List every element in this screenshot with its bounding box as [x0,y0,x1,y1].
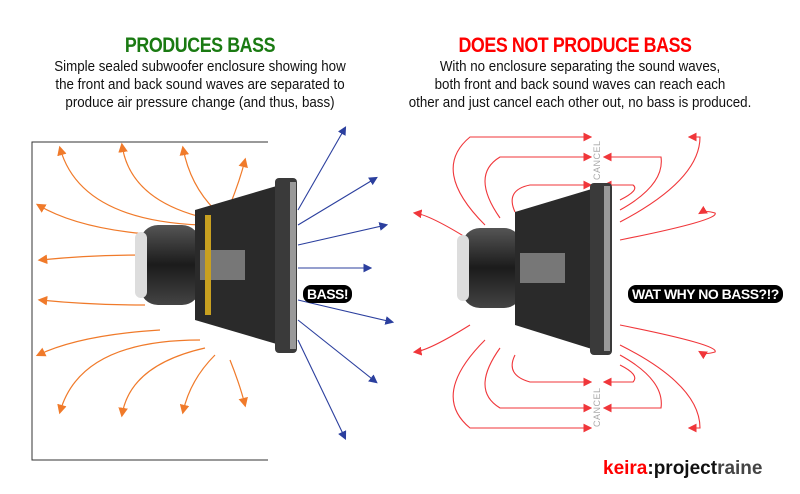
left-description: Simple sealed subwoofer enclosure showin… [25,58,375,112]
left-speaker [135,178,297,353]
right-description-line: With no enclosure separating the sound w… [439,59,721,75]
logo-part: : [647,458,654,479]
right-description-line: both front and back sound waves can reac… [434,77,726,93]
bass-callout: BASS! [303,285,353,303]
logo: keira:projectraine [603,458,762,480]
enclosure-box [31,141,268,461]
logo-part: raine [717,458,763,479]
right-speaker [457,183,612,355]
right-title: DOES NOT PRODUCE BASS [458,34,692,57]
front-waves [297,126,395,440]
left-description-line: the front and back sound waves are separ… [55,77,345,93]
cancel-label-bottom: CANCEL [592,387,602,427]
left-title: PRODUCES BASS [124,34,276,57]
right-description-line: other and just cancel each other out, no… [408,95,752,111]
left-description-line: produce air pressure change (and thus, b… [65,95,335,111]
cancel-label-top: CANCEL [592,140,602,180]
left-description-line: Simple sealed subwoofer enclosure showin… [54,59,346,75]
no-bass-callout: WAT WHY NO BASS?!? [628,285,783,303]
right-description: With no enclosure separating the sound w… [391,58,768,112]
logo-part: project [653,458,718,479]
logo-part: keira [603,458,648,479]
